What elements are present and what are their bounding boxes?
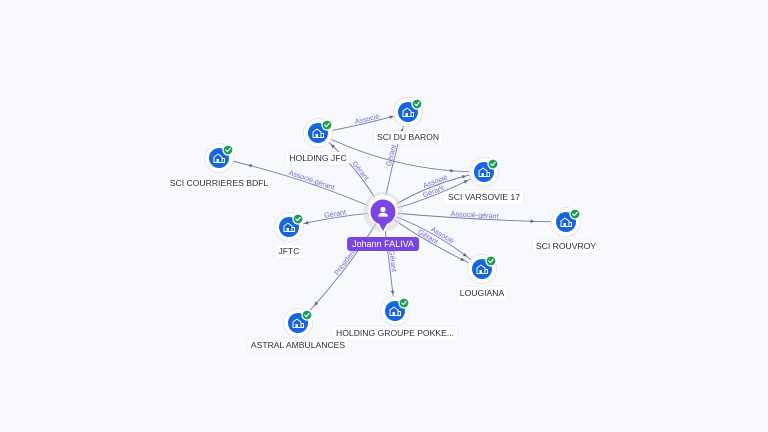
verified-check-icon (398, 297, 410, 309)
verified-check-icon (485, 255, 497, 267)
edge-label: Gérant (387, 250, 399, 273)
node-holding-jfc[interactable] (303, 118, 333, 148)
node-label-holding-groupe-pokke[interactable]: HOLDING GROUPE POKKE... (333, 327, 457, 340)
edge-arrow (304, 220, 309, 225)
building-icon (560, 217, 572, 227)
edge-label: Président (332, 247, 357, 277)
edge-arrow (330, 144, 336, 149)
edge-arrow (530, 219, 535, 224)
center-node-label[interactable]: Johann FALIVA (347, 237, 419, 251)
node-label-astral-ambulances[interactable]: ASTRAL AMBULANCES (247, 339, 349, 352)
building-icon (402, 107, 414, 117)
node-label-sci-varsovie-17[interactable]: SCI VARSOVIE 17 (445, 191, 523, 204)
edge-arrow (463, 180, 468, 184)
edge-center-astral-ambulances: Président (297, 211, 384, 324)
edge-line (317, 132, 485, 173)
edge-line (382, 211, 567, 223)
center-pin-tip (378, 222, 388, 231)
node-label-lougiana[interactable]: LOUGIANA (456, 287, 508, 300)
verified-check-icon (301, 309, 313, 321)
node-label-sci-du-baron[interactable]: SCI DU BARON (373, 131, 443, 144)
edge-arrow (461, 175, 467, 179)
person-icon (378, 206, 388, 217)
node-label-sci-rouvroy[interactable]: SCI ROUVROY (532, 240, 600, 253)
building-icon (312, 128, 324, 138)
edge-line (218, 157, 384, 213)
node-holding-groupe-pokke[interactable] (380, 296, 410, 326)
verified-check-icon (569, 208, 581, 220)
edge-arrow (314, 301, 319, 306)
edge-arrow (390, 290, 395, 295)
building-icon (213, 153, 225, 163)
verified-check-icon (222, 144, 234, 156)
center-node[interactable] (363, 192, 403, 234)
verified-check-icon (321, 119, 333, 131)
edge-arrow (460, 257, 465, 261)
edge-label: Gérant (384, 144, 398, 168)
edge-label: Associé-gérant (288, 168, 336, 192)
edge-label: Associé (354, 112, 381, 127)
edge-center-sci-rouvroy: Associé-gérant (382, 209, 567, 224)
nodes-layer (204, 97, 581, 338)
building-icon (283, 222, 295, 232)
edge-arrow (462, 252, 468, 257)
verified-check-icon (411, 98, 423, 110)
node-label-sci-courrieres-bdfl[interactable]: SCI COURRIERES BDFL (166, 177, 272, 190)
edge-arrow (247, 164, 253, 168)
node-lougiana[interactable] (467, 254, 497, 284)
edge-label: Gérant (324, 207, 347, 219)
edge-arrow (389, 115, 394, 119)
node-sci-varsovie-17[interactable] (469, 157, 499, 187)
node-label-holding-jfc[interactable]: HOLDING JFC (286, 152, 350, 165)
node-jftc[interactable] (274, 212, 304, 242)
node-label-jftc[interactable]: JFTC (275, 245, 303, 258)
node-astral-ambulances[interactable] (283, 308, 313, 338)
verified-check-icon (292, 213, 304, 225)
building-icon (292, 318, 304, 328)
node-sci-rouvroy[interactable] (551, 207, 581, 237)
edge-label: Gérant (350, 159, 371, 182)
edge-arrow (450, 168, 455, 173)
building-icon (478, 167, 490, 177)
building-icon (476, 264, 488, 274)
node-sci-courrieres-bdfl[interactable] (204, 143, 234, 173)
node-sci-du-baron[interactable] (393, 97, 423, 127)
verified-check-icon (487, 158, 499, 170)
edge-holding-jfc-sci-varsovie-17 (317, 132, 485, 173)
building-icon (389, 306, 401, 316)
edge-label: Associé-gérant (450, 209, 498, 221)
